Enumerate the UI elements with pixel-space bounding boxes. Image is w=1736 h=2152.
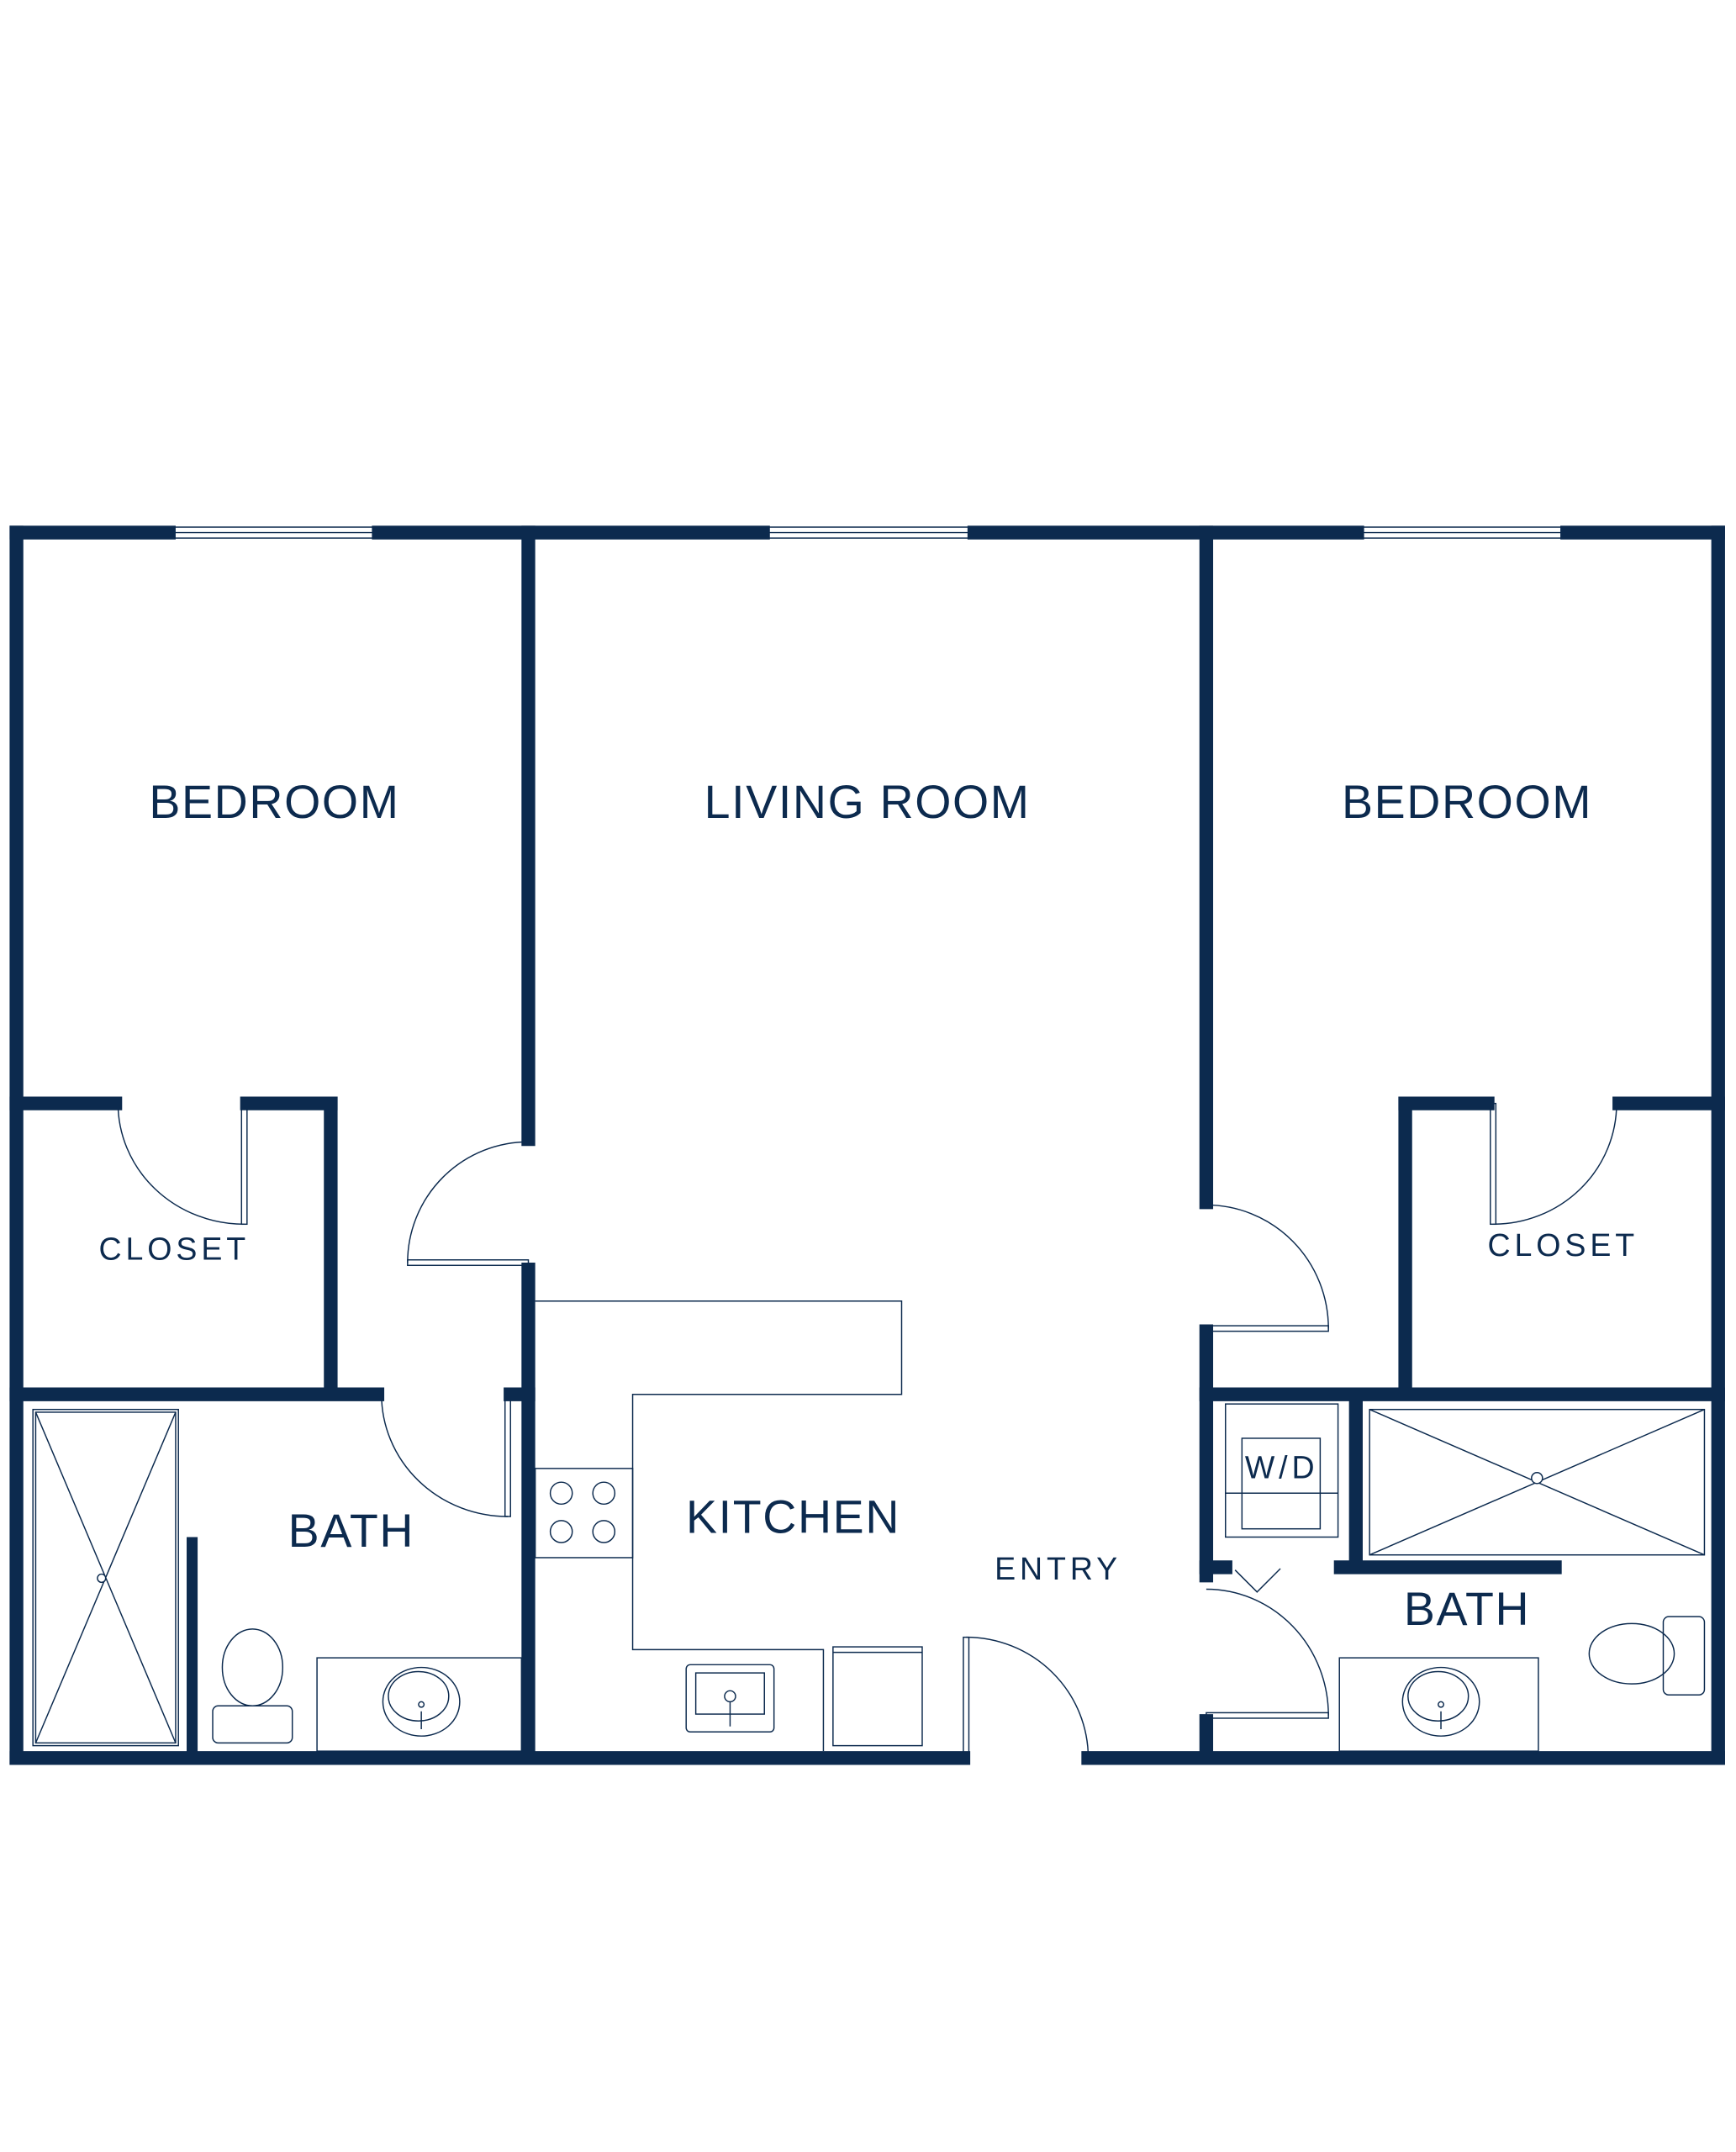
right-bath-fixtures <box>1225 1403 1706 1752</box>
stove <box>534 1468 634 1559</box>
label-bedroom-left: BEDROOM <box>149 776 399 828</box>
refrigerator <box>832 1646 923 1747</box>
closet-door-right <box>1493 1103 1617 1226</box>
bedroom-door-right <box>1206 1204 1329 1329</box>
vanity-left <box>316 1657 523 1752</box>
label-bath-right: BATH <box>1404 1583 1530 1635</box>
label-bath-left: BATH <box>288 1505 414 1557</box>
label-living-room: LIVING ROOM <box>704 776 1031 828</box>
label-closet-right: CLOSET <box>1488 1227 1639 1263</box>
kitchen-fixtures <box>534 1300 923 1752</box>
closet-door-left <box>117 1103 245 1226</box>
bedroom-door-left <box>407 1141 529 1263</box>
left-bath-fixtures <box>32 1408 523 1752</box>
toilet-left <box>221 1628 284 1707</box>
label-kitchen: KITCHEN <box>686 1491 900 1543</box>
toilet-right <box>1588 1622 1675 1685</box>
walls <box>9 525 1725 1765</box>
vanity-right <box>1338 1657 1539 1752</box>
shower-right <box>1369 1408 1706 1556</box>
washer-dryer <box>1225 1403 1339 1538</box>
kitchen-sink <box>685 1664 775 1733</box>
bath-door-right <box>1206 1588 1329 1716</box>
bath-door-left <box>381 1394 508 1517</box>
doors[interactable] <box>117 1102 1617 1759</box>
shower-left <box>32 1408 179 1747</box>
label-bedroom-right: BEDROOM <box>1342 776 1592 828</box>
label-washer-dryer: W/D <box>1245 1449 1319 1485</box>
wd-bifold-door <box>1234 1568 1281 1593</box>
entry-door <box>966 1636 1090 1759</box>
label-entry: ENTRY <box>995 1551 1121 1586</box>
label-closet-left: CLOSET <box>99 1232 251 1267</box>
